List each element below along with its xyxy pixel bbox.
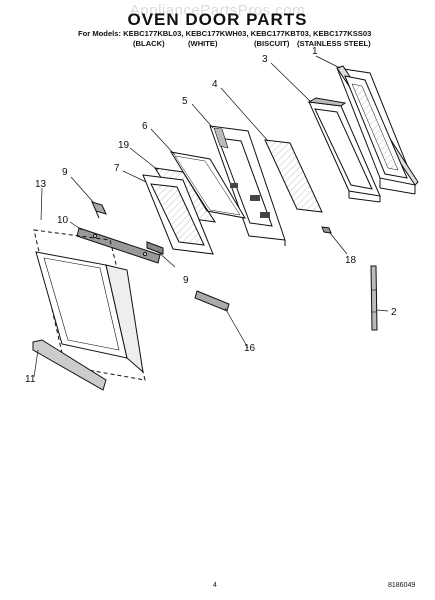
callout-1: 1 — [312, 46, 318, 57]
inner-window — [142, 174, 214, 255]
door-bottom-trim — [32, 339, 107, 391]
callout-11: 11 — [25, 374, 36, 385]
finish-stainless: (STAINLESS STEEL) — [297, 39, 371, 48]
finish-biscuit: (BISCUIT) — [254, 39, 290, 48]
watermark-text: AppliancePartsPros.com — [129, 2, 306, 19]
callout-10: 10 — [57, 215, 69, 226]
handle-piece — [194, 290, 230, 312]
hinge-bracket — [91, 201, 107, 219]
hinge-rail — [76, 227, 161, 264]
callout-13: 13 — [35, 179, 47, 190]
callout-2: 2 — [391, 307, 397, 318]
door-frame — [307, 97, 381, 203]
door-assembly — [33, 229, 146, 381]
finish-white: (WHITE) — [188, 39, 218, 48]
fastener — [321, 226, 332, 234]
callout-9-lower: 9 — [183, 275, 189, 286]
page-title: OVEN DOOR PARTS — [127, 10, 308, 29]
door-glass-panel — [264, 139, 323, 213]
document-number: 8186049 — [388, 582, 416, 589]
callout-3: 3 — [262, 54, 268, 65]
models-line: For Models: KEBC177KBL03, KEBC177KWH03, … — [78, 29, 372, 38]
callout-19: 19 — [118, 140, 130, 151]
page-number: 4 — [213, 582, 217, 589]
door-clip — [146, 241, 164, 255]
leader-lines — [33, 55, 389, 378]
inner-door-panel — [209, 125, 286, 246]
trim-strip — [370, 265, 378, 331]
callout-5: 5 — [182, 96, 188, 107]
callout-9-upper: 9 — [62, 167, 68, 178]
finish-black: (BLACK) — [133, 39, 165, 48]
outer-door-frame — [336, 65, 419, 195]
callout-4: 4 — [212, 79, 218, 90]
callout-16: 16 — [244, 343, 256, 354]
callout-18: 18 — [345, 255, 357, 266]
callout-6: 6 — [142, 121, 148, 132]
callout-7: 7 — [114, 163, 120, 174]
